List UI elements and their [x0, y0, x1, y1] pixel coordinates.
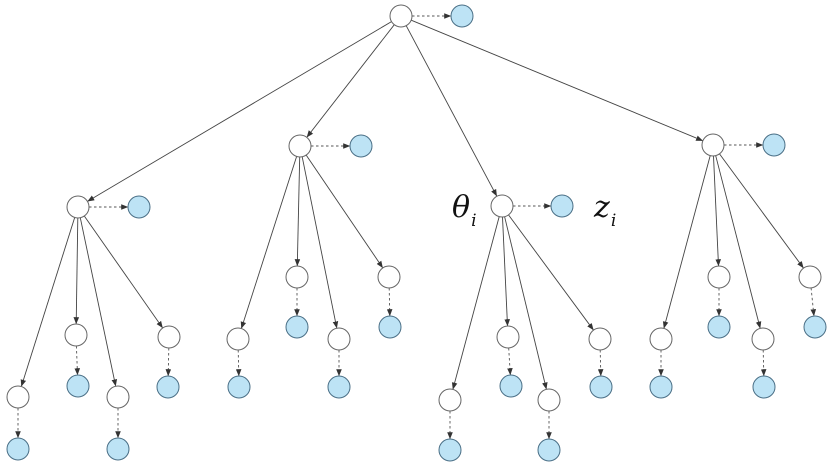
latent-node	[377, 265, 401, 289]
tree-edge	[79, 217, 118, 387]
observed-node	[156, 375, 180, 399]
observation-edge	[235, 349, 242, 377]
observed-node	[285, 315, 309, 339]
tree-edge	[715, 155, 762, 329]
observed-node	[707, 315, 731, 339]
observation-edge	[74, 345, 81, 376]
theta-subscript: i	[471, 211, 477, 231]
observed-node	[762, 133, 786, 157]
z-subscript: i	[610, 211, 617, 231]
latent-node	[438, 388, 462, 412]
observation-edge	[597, 349, 604, 377]
z-label: zi	[594, 190, 616, 230]
observed-node	[537, 438, 561, 462]
latent-node	[751, 327, 775, 351]
observation-edge	[810, 287, 817, 317]
tree-edge	[83, 215, 163, 329]
latent-node	[66, 195, 90, 219]
observed-node	[550, 194, 574, 218]
observation-edge	[507, 347, 513, 376]
latent-node	[288, 134, 312, 158]
observed-node	[127, 195, 151, 219]
tree-edge	[87, 21, 392, 202]
root-latent-node	[389, 4, 413, 28]
latent-node	[327, 327, 351, 351]
z-symbol: z	[594, 190, 610, 225]
latent-node	[64, 323, 88, 347]
observed-node	[66, 374, 90, 398]
tree-edge	[502, 216, 511, 327]
tree-edge	[294, 156, 301, 267]
observed-node	[649, 375, 673, 399]
latent-node	[6, 385, 30, 409]
tree-edge	[504, 216, 548, 390]
observed-node	[450, 4, 474, 28]
observed-node	[803, 315, 827, 339]
theta-symbol: θ	[452, 190, 471, 225]
latent-node	[588, 327, 612, 351]
nodes-layer	[6, 4, 827, 462]
edges-layer	[15, 13, 817, 440]
theta-label: θi	[452, 190, 477, 230]
latent-node	[496, 325, 520, 349]
latent-node	[649, 327, 673, 351]
latent-node	[490, 194, 514, 218]
observed-node	[752, 375, 776, 399]
tree-edge	[20, 217, 76, 387]
tree-edge	[411, 19, 704, 142]
tree-edge	[451, 216, 500, 390]
observed-node	[349, 134, 373, 158]
latent-node	[707, 265, 731, 289]
latent-node	[798, 265, 822, 289]
observation-edge	[165, 347, 172, 377]
latent-node	[157, 325, 181, 349]
tree-edge	[306, 24, 395, 138]
tree-edge	[305, 154, 383, 269]
latent-node	[226, 327, 250, 351]
observation-edge	[760, 349, 767, 377]
tree-edge	[301, 156, 339, 329]
tree-edge	[508, 214, 594, 331]
observed-node	[378, 315, 402, 339]
observed-node	[227, 375, 251, 399]
tree-edge	[713, 155, 722, 267]
latent-node	[701, 133, 725, 157]
observed-node	[6, 437, 30, 461]
latent-node	[106, 385, 130, 409]
observed-node	[499, 374, 523, 398]
tree-edge	[240, 156, 298, 329]
tree-edge	[73, 217, 80, 325]
tree-edge	[719, 153, 804, 269]
latent-node	[537, 388, 561, 412]
observed-node	[106, 437, 130, 461]
latent-node	[285, 265, 309, 289]
observed-node	[438, 438, 462, 462]
observed-node	[327, 375, 351, 399]
tree-edge	[662, 155, 711, 329]
tree-edge	[405, 25, 497, 197]
observed-node	[589, 375, 613, 399]
observation-edge	[386, 287, 393, 317]
